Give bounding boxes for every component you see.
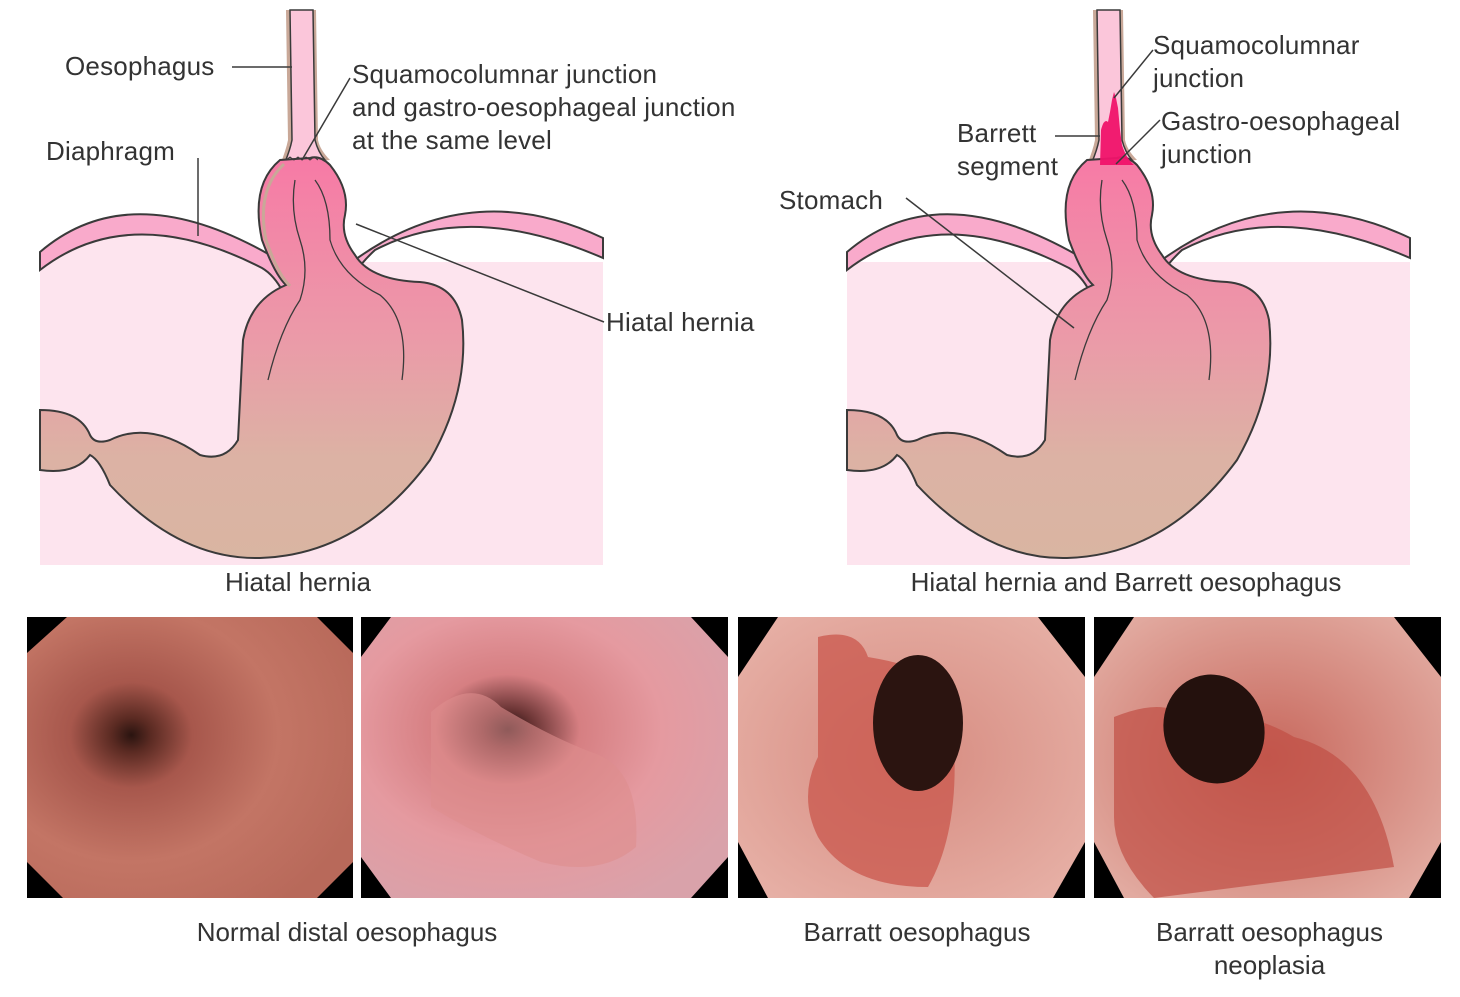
caption-barratt-neoplasia-line2: neoplasia: [1213, 950, 1326, 980]
caption-normal-distal-oesophagus: Normal distal oesophagus: [196, 917, 498, 947]
caption-hiatal-hernia-barrett: Hiatal hernia and Barrett oesophagus: [910, 567, 1342, 597]
label-hiatal-hernia: Hiatal hernia: [606, 307, 755, 337]
label-diaphragm: Diaphragm: [46, 136, 175, 166]
label-oesophagus: Oesophagus: [65, 51, 215, 81]
endoscopy-image-normal-1: [27, 617, 353, 898]
label-squamocolumnar-line1: Squamocolumnar: [1153, 30, 1360, 60]
barrett-oesophagus-diagram: Squamocolumnar junction Barrett segment …: [779, 0, 1460, 600]
barrett-illustration: [846, 9, 1411, 565]
endoscopy-image-barrett: [738, 617, 1085, 898]
endoscopy-normal-1: [27, 617, 353, 898]
barrett-segment-shape: [1100, 92, 1134, 165]
caption-barratt-neoplasia-line1: Barratt oesophagus: [1156, 917, 1383, 947]
hiatal-hernia-diagram: Oesophagus Diaphragm Squamocolumnar junc…: [0, 0, 800, 600]
endoscopy-image-barrett-neoplasia: [1094, 617, 1441, 898]
label-squamocolumnar-line2: junction: [1153, 63, 1245, 93]
label-barrett-line2: segment: [957, 151, 1059, 181]
label-gej-line2: junction: [1161, 139, 1253, 169]
caption-hiatal-hernia: Hiatal hernia: [225, 567, 371, 597]
endoscopy-barrett: [738, 617, 1085, 898]
label-barrett-line1: Barrett: [957, 118, 1037, 148]
endoscopy-image-normal-2: [361, 617, 728, 898]
endoscopy-barrett-neoplasia: [1094, 617, 1441, 898]
label-gej-line1: Gastro-oesophageal: [1161, 106, 1401, 136]
label-squamocolumnar-junction-line2: and gastro-oesophageal junction: [352, 92, 736, 122]
hiatal-hernia-illustration: [39, 9, 605, 565]
endoscopy-normal-2: [361, 617, 728, 898]
caption-barratt-oesophagus: Barratt oesophagus: [803, 917, 1031, 947]
label-stomach: Stomach: [779, 185, 884, 215]
label-squamocolumnar-junction-line1: Squamocolumnar junction: [352, 59, 658, 89]
label-squamocolumnar-junction-line3: at the same level: [352, 125, 552, 155]
